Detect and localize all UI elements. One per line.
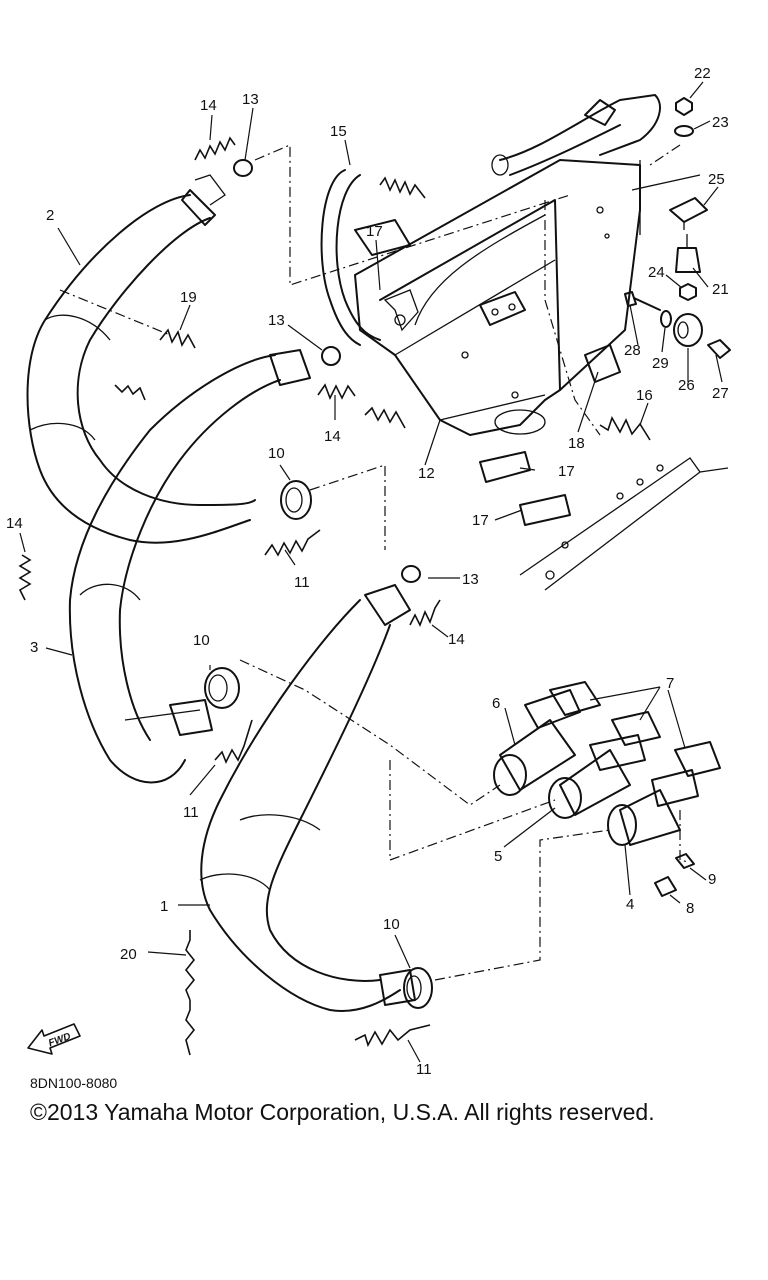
callout-16: 16 (636, 387, 653, 404)
callout-14b: 14 (324, 428, 341, 445)
alignment-lines (59, 144, 689, 981)
callout-29: 29 (652, 355, 669, 372)
callout-13c: 13 (462, 571, 479, 588)
expansion-chamber-2 (26, 174, 256, 544)
callout-labels: 1 2 3 4 5 6 7 8 9 10 11 10 11 10 11 12 1… (6, 65, 729, 1078)
callout-10b: 10 (193, 632, 210, 649)
callout-28: 28 (624, 342, 641, 359)
callout-23: 23 (712, 114, 729, 131)
callout-10a: 10 (268, 445, 285, 462)
leader-lines (19, 81, 723, 1063)
callout-14c: 14 (6, 515, 23, 532)
brackets (354, 219, 621, 526)
callout-14d: 14 (448, 631, 465, 648)
callout-15: 15 (330, 123, 347, 140)
fwd-arrow-icon: FWD (27, 1023, 81, 1055)
callout-18: 18 (568, 435, 585, 452)
diagram-code: 8DN100-8080 (30, 1075, 118, 1091)
expansion-chamber-3 (68, 349, 311, 784)
callout-3: 3 (30, 639, 38, 656)
callout-4: 4 (626, 896, 634, 913)
callout-21: 21 (712, 281, 729, 298)
callout-26: 26 (678, 377, 695, 394)
callout-27: 27 (712, 385, 729, 402)
springs (18, 136, 651, 1056)
callout-20: 20 (120, 946, 137, 963)
callout-17a: 17 (366, 223, 383, 240)
callout-25: 25 (708, 171, 725, 188)
callout-17c: 17 (472, 512, 489, 529)
callout-11b: 11 (183, 804, 199, 821)
callout-7: 7 (666, 675, 674, 692)
callout-9: 9 (708, 871, 716, 888)
callout-13a: 13 (242, 91, 259, 108)
exhaust-headers (493, 681, 721, 897)
callout-6: 6 (492, 695, 500, 712)
copyright-notice: ©2013 Yamaha Motor Corporation, U.S.A. A… (30, 1099, 655, 1125)
gaskets (204, 159, 433, 1009)
callout-10c: 10 (383, 916, 400, 933)
callout-22: 22 (694, 65, 711, 82)
callout-11c: 11 (416, 1061, 432, 1078)
callout-19: 19 (180, 289, 197, 306)
callout-12: 12 (418, 465, 435, 482)
callout-17b: 17 (558, 463, 575, 480)
callout-1: 1 (160, 898, 168, 915)
callout-14a: 14 (200, 97, 217, 114)
expansion-chamber-1 (199, 584, 416, 1012)
callout-24: 24 (648, 264, 665, 281)
callout-2: 2 (46, 207, 54, 224)
connecting-pipe (320, 169, 381, 346)
mount-hardware (624, 97, 731, 359)
muffler-inlet-pipes (491, 94, 661, 176)
callout-11a: 11 (294, 574, 310, 591)
callout-5: 5 (494, 848, 502, 865)
muffler-box (354, 159, 641, 436)
callout-8: 8 (686, 900, 694, 917)
callout-13b: 13 (268, 312, 285, 329)
frame-rail (519, 457, 729, 591)
